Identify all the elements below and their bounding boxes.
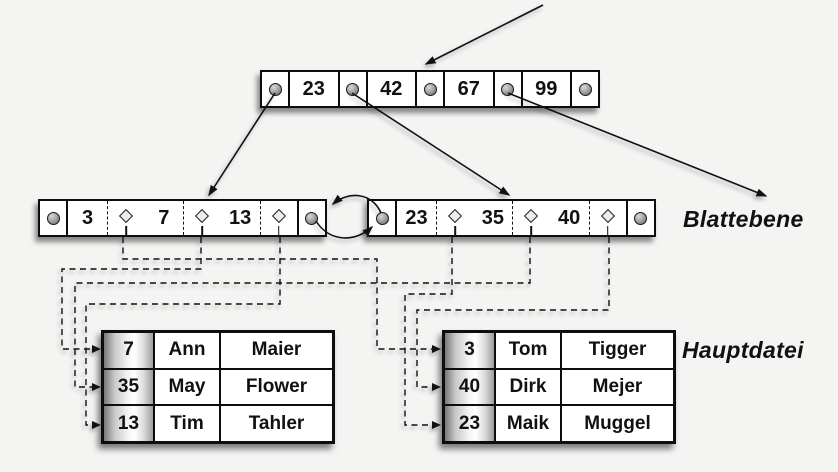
diamond-ref-icon bbox=[195, 208, 210, 224]
dashed-arrowhead bbox=[92, 345, 101, 353]
record-ref-cell bbox=[184, 201, 220, 235]
record-firstname: Tom bbox=[495, 332, 561, 369]
dashed-arrowhead bbox=[92, 421, 101, 429]
root-key-cell: 42 bbox=[365, 72, 416, 106]
record-firstname: May bbox=[154, 368, 220, 406]
leaf-level-label: Blattebene bbox=[683, 206, 804, 232]
record-lastname: Tahler bbox=[220, 405, 333, 442]
root-key-cell: 23 bbox=[288, 72, 338, 106]
pointer-circle-icon bbox=[305, 211, 319, 225]
record-lastname: Muggel bbox=[561, 405, 674, 442]
leaf-key: 7 bbox=[144, 201, 185, 235]
leaf-pointer-cell bbox=[296, 201, 325, 235]
diamond-ref-icon bbox=[448, 208, 463, 224]
leaf-pointer-cell bbox=[369, 201, 395, 235]
pointer-circle-icon bbox=[268, 82, 282, 96]
record-key: 23 bbox=[444, 405, 495, 442]
record-ref-cell bbox=[261, 201, 297, 235]
main-file-table-right: 3 Tom Tigger 40 Dirk Mejer 23 Maik Mugge… bbox=[442, 330, 676, 444]
record-lastname: Flower bbox=[220, 368, 333, 406]
record-ref-cell bbox=[437, 201, 473, 235]
root-key-cell: 67 bbox=[443, 72, 493, 106]
root-node: 23 42 67 99 bbox=[260, 70, 600, 108]
arrow-root-to-leaf-level bbox=[507, 92, 768, 197]
record-lastname: Tigger bbox=[561, 332, 674, 369]
root-pointer-cell bbox=[262, 72, 288, 106]
arrow-root-to-right-leaf bbox=[351, 92, 511, 196]
leaf-key: 40 bbox=[550, 201, 590, 235]
pointer-circle-icon bbox=[346, 82, 359, 96]
pointer-circle-icon bbox=[423, 82, 437, 96]
record-firstname: Ann bbox=[154, 332, 220, 369]
leaf-key: 35 bbox=[473, 201, 514, 235]
record-key: 7 bbox=[103, 332, 154, 369]
dashed-arrowhead bbox=[432, 345, 441, 353]
record-key: 13 bbox=[103, 405, 154, 442]
leaf-entry: 23 bbox=[395, 201, 473, 235]
leaf-pointer-cell bbox=[625, 201, 654, 235]
pointer-circle-icon bbox=[46, 211, 60, 225]
leaf-pointer-cell bbox=[40, 201, 66, 235]
diamond-ref-icon bbox=[119, 208, 134, 224]
leaf-entry: 3 bbox=[66, 201, 144, 235]
leaf-key: 13 bbox=[221, 201, 261, 235]
root-pointer-cell bbox=[570, 72, 598, 106]
record-key: 40 bbox=[444, 368, 495, 406]
pointer-circle-icon bbox=[501, 82, 514, 96]
diamond-ref-icon bbox=[271, 208, 286, 224]
arrow-into-root bbox=[424, 4, 544, 65]
dashed-arrowhead bbox=[432, 421, 441, 429]
main-file-table-left: 7 Ann Maier 35 May Flower 13 Tim Tahler bbox=[101, 330, 335, 444]
main-file-label: Hauptdatei bbox=[682, 337, 804, 363]
record-key: 35 bbox=[103, 368, 154, 406]
leaf-key: 23 bbox=[397, 201, 437, 235]
dashed-arrowhead bbox=[432, 383, 441, 391]
root-pointer-cell bbox=[492, 72, 521, 106]
record-key: 3 bbox=[444, 332, 495, 369]
pointer-circle-icon bbox=[634, 211, 648, 225]
leaf-entry: 7 bbox=[144, 201, 220, 235]
leaf-entry: 13 bbox=[221, 201, 297, 235]
record-firstname: Dirk bbox=[495, 368, 561, 406]
leaf-key: 3 bbox=[68, 201, 108, 235]
record-ref-cell bbox=[513, 201, 549, 235]
diamond-ref-icon bbox=[600, 208, 615, 224]
dashed-arrowhead bbox=[92, 383, 101, 391]
pointer-circle-icon bbox=[375, 211, 389, 225]
leaf-entry: 40 bbox=[550, 201, 626, 235]
record-ref-cell bbox=[108, 201, 144, 235]
diamond-ref-icon bbox=[524, 208, 539, 224]
leaf-node-right: 23 35 40 bbox=[367, 199, 656, 237]
root-key-cell: 99 bbox=[520, 72, 571, 106]
record-lastname: Mejer bbox=[561, 368, 674, 406]
record-lastname: Maier bbox=[220, 332, 333, 369]
record-ref-cell bbox=[590, 201, 626, 235]
root-pointer-cell bbox=[337, 72, 366, 106]
leaf-node-left: 3 7 13 bbox=[38, 199, 327, 237]
arrow-root-to-left-leaf bbox=[208, 92, 276, 197]
root-pointer-cell bbox=[415, 72, 443, 106]
record-firstname: Tim bbox=[154, 405, 220, 442]
pointer-circle-icon bbox=[578, 82, 592, 96]
leaf-entry: 35 bbox=[473, 201, 549, 235]
record-firstname: Maik bbox=[495, 405, 561, 442]
